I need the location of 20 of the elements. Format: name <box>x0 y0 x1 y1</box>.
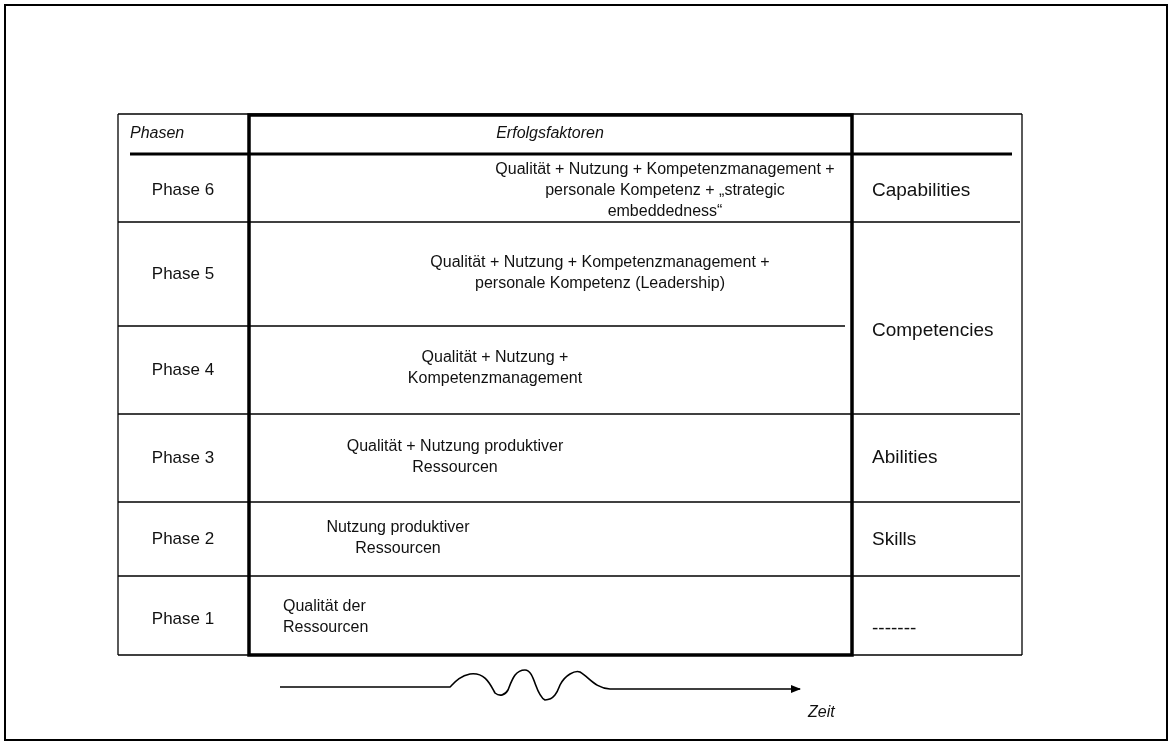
development-level-label: Skills <box>872 526 918 551</box>
success-factor-text: Qualität der Ressourcen <box>283 596 370 637</box>
column-header: Erfolgsfaktoren <box>495 122 605 143</box>
phase-label: Phase 6 <box>150 178 216 201</box>
phase-label: Phase 3 <box>150 446 216 469</box>
column-header: Phasen <box>130 122 186 143</box>
success-factor-text: Nutzung produktiver Ressourcen <box>325 517 471 558</box>
development-level-label: Abilities <box>872 444 939 469</box>
phase-label: Phase 5 <box>150 262 216 285</box>
success-factor-text: Qualität + Nutzung produktiver Ressourcen <box>345 436 565 477</box>
development-level-label: ------- <box>872 615 918 640</box>
success-factor-text: Qualität + Nutzung + Kompetenzmanagement + personale Kompetenz + „strategic embeddedness“ <box>495 158 835 221</box>
phase-label: Phase 4 <box>150 358 216 381</box>
success-factor-text: Qualität + Nutzung + Kompetenzmanagement + personale Kompetenz (Leadership) <box>430 252 770 293</box>
development-level-label: Competencies <box>872 317 995 342</box>
phase-label: Phase 2 <box>150 527 216 550</box>
success-factor-text: Qualität + Nutzung + Kompetenzmanagement <box>406 347 584 388</box>
axis-label: Zeit <box>808 701 836 722</box>
phase-label: Phase 1 <box>150 607 216 630</box>
development-level-label: Capabilities <box>872 177 972 202</box>
